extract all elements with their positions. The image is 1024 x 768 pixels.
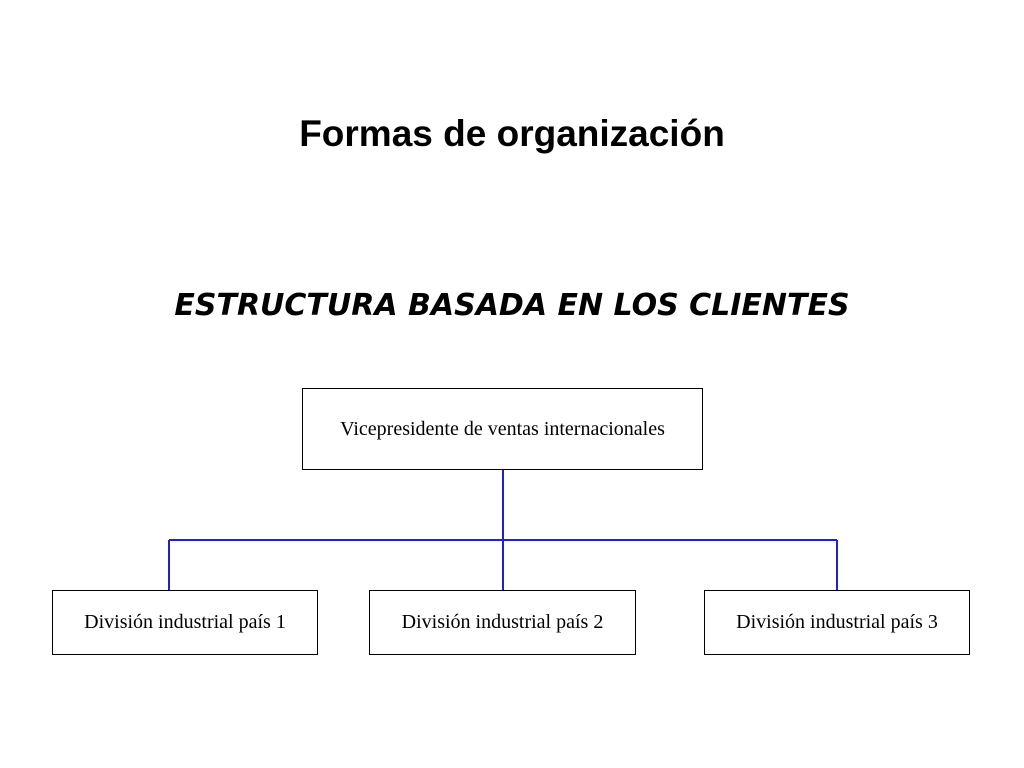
org-box-label: División industrial país 3 [736,611,938,633]
org-box-label: Vicepresidente de ventas internacionales [340,417,665,440]
org-box-division-1: División industrial país 1 [52,590,318,655]
org-box-division-2: División industrial país 2 [369,590,636,655]
org-box-label: División industrial país 1 [84,611,286,633]
section-subtitle: ESTRUCTURA BASADA EN LOS CLIENTES [174,288,850,323]
org-box-division-3: División industrial país 3 [704,590,970,655]
org-box-label: División industrial país 2 [401,611,604,633]
slide-title: Formas de organización [299,113,725,154]
org-box-vicepresidente: Vicepresidente de ventas internacionales [302,388,703,470]
